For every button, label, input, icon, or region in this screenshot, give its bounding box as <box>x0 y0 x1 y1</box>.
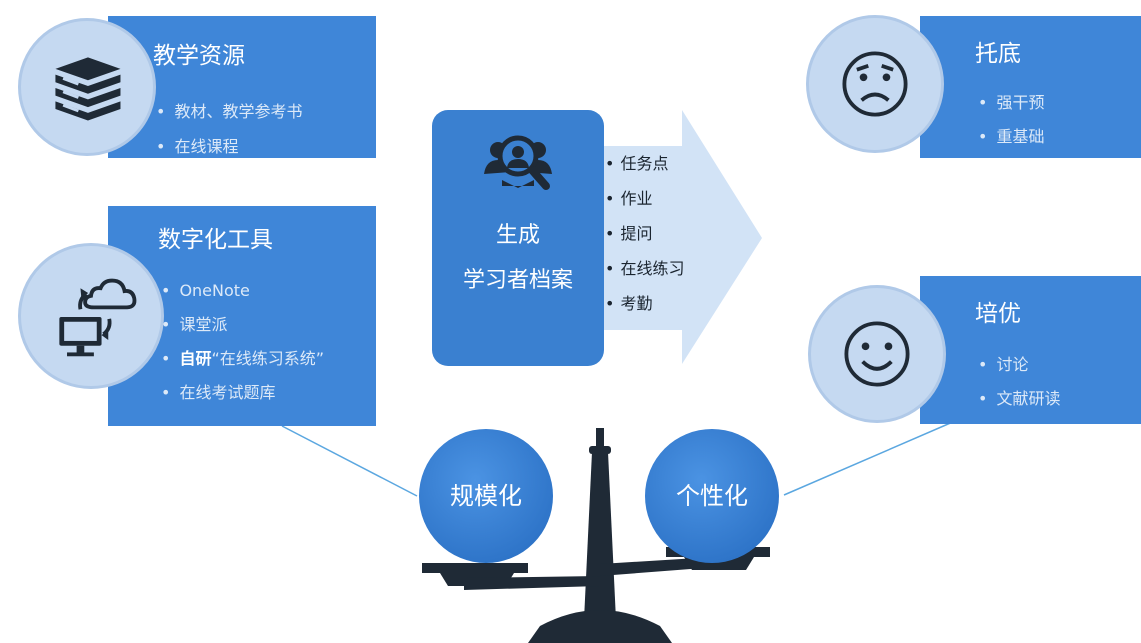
list-item: 教材、教学参考书 <box>156 94 302 129</box>
books-icon <box>55 57 121 121</box>
list-item: 在线考试题库 <box>161 376 324 410</box>
profile-line-1: 生成 <box>495 223 540 248</box>
sad-face-icon-circle <box>806 15 944 153</box>
list-item: 在线课程 <box>156 129 302 164</box>
list-item: 讨论 <box>978 348 1060 382</box>
list-item: 考勤 <box>605 286 684 321</box>
peiyou-list: 讨论 文献研读 <box>978 348 1060 416</box>
tuodi-title: 托底 <box>975 41 1021 67</box>
peiyou-title: 培优 <box>975 301 1021 327</box>
learner-profile-box: 生成 学习者档案 <box>432 110 604 366</box>
tools-title: 数字化工具 <box>158 227 273 253</box>
cloud-computer-icon <box>59 278 137 357</box>
smile-face-icon-circle <box>808 285 946 423</box>
resources-list: 教材、教学参考书 在线课程 <box>156 94 302 164</box>
tuodi-list: 强干预 重基础 <box>978 86 1044 154</box>
connector-right <box>783 417 963 496</box>
balance-ball-left: 规模化 <box>419 429 553 563</box>
self-dev-bold: 自研 <box>179 349 212 368</box>
tuodi-panel: 托底 强干预 重基础 <box>920 16 1141 158</box>
list-item: 重基础 <box>978 120 1044 154</box>
peiyou-panel: 培优 讨论 文献研读 <box>920 276 1141 424</box>
list-item: 提问 <box>605 216 684 251</box>
balance-ball-right: 个性化 <box>645 429 779 563</box>
sad-face-icon <box>842 51 908 117</box>
cloud-sync-icon-circle <box>18 243 164 389</box>
list-item: OneNote <box>161 274 324 308</box>
list-item: 文献研读 <box>978 382 1060 416</box>
list-item: 作业 <box>605 181 684 216</box>
resources-title: 教学资源 <box>153 43 245 69</box>
smile-face-icon <box>844 321 910 387</box>
self-dev-text: “在线练习系统” <box>211 349 325 368</box>
profile-sources-list: 任务点 作业 提问 在线练习 考勤 <box>605 146 684 321</box>
profile-line-2: 学习者档案 <box>462 268 573 293</box>
connector-left <box>281 425 418 497</box>
list-item: 强干预 <box>978 86 1044 120</box>
tools-list: OneNote 课堂派 自研“在线练习系统” 在线考试题库 <box>161 274 324 410</box>
list-item: 课堂派 <box>161 308 324 342</box>
resources-panel: 教学资源 教材、教学参考书 在线课程 <box>108 16 376 158</box>
books-icon-circle <box>18 18 156 156</box>
list-item: 任务点 <box>605 146 684 181</box>
list-item: 自研“在线练习系统” <box>161 342 324 376</box>
profile-search-icon <box>484 135 552 190</box>
list-item: 在线练习 <box>605 251 684 286</box>
